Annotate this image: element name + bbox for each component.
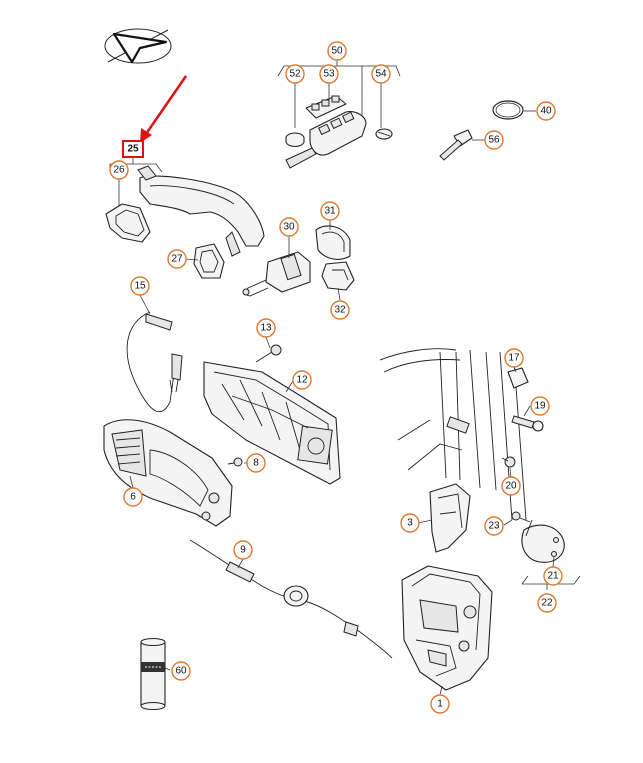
svg-text:21: 21 <box>547 571 559 582</box>
logo-icon <box>104 28 172 64</box>
svg-text:53: 53 <box>323 69 335 80</box>
callout-27: 27 <box>167 249 187 269</box>
red-arrow-icon <box>140 75 188 143</box>
screw-20 <box>501 456 516 468</box>
svg-text:22: 22 <box>541 598 553 609</box>
svg-text:40: 40 <box>540 106 552 117</box>
callout-3: 3 <box>400 513 420 533</box>
carrier-plate-12 <box>203 361 341 485</box>
svg-text:19: 19 <box>534 401 546 412</box>
callout-31: 31 <box>320 201 340 221</box>
svg-text:32: 32 <box>334 305 346 316</box>
callout-32: 32 <box>330 300 350 320</box>
callout-40: 40 <box>536 101 556 121</box>
svg-text:8: 8 <box>253 458 259 469</box>
battery-52 <box>285 132 305 148</box>
grease-tube-60 <box>140 638 166 710</box>
screw-13 <box>255 344 282 363</box>
outside-door-handle <box>137 165 265 257</box>
svg-text:12: 12 <box>296 375 308 386</box>
lock-cylinder <box>242 251 311 297</box>
callout-23: 23 <box>484 516 504 536</box>
svg-text:13: 13 <box>260 323 272 334</box>
cylinder-cap-31 <box>315 225 351 260</box>
o-ring-40 <box>492 100 524 120</box>
plate-21 <box>521 519 565 563</box>
battery-cover-54 <box>375 128 393 140</box>
callout-56: 56 <box>484 130 504 150</box>
callout-21: 21 <box>543 566 563 586</box>
callout-12: 12 <box>292 370 312 390</box>
bracket-3 <box>429 483 471 553</box>
svg-text:23: 23 <box>488 521 500 532</box>
callout-53: 53 <box>319 64 339 84</box>
svg-text:15: 15 <box>134 281 146 292</box>
screw-8 <box>227 457 243 467</box>
callout-20: 20 <box>501 476 521 496</box>
callout-6: 6 <box>123 487 143 507</box>
callout-30: 30 <box>279 217 299 237</box>
svg-text:54: 54 <box>375 69 387 80</box>
callout-22: 22 <box>537 593 557 613</box>
svg-text:1: 1 <box>437 699 443 710</box>
callout-17: 17 <box>504 348 524 368</box>
svg-text:25: 25 <box>127 144 139 155</box>
handle-cable-15 <box>126 311 183 413</box>
door-lock-1 <box>401 565 493 691</box>
svg-text:27: 27 <box>171 254 183 265</box>
callout-60: 60 <box>171 661 191 681</box>
callout-13: 13 <box>256 318 276 338</box>
handle-gasket <box>105 203 151 243</box>
inside-handle-6 <box>103 419 233 527</box>
button-pad-53 <box>305 95 347 119</box>
svg-text:26: 26 <box>113 165 125 176</box>
screw-23 <box>511 511 531 523</box>
cover-cap-27 <box>193 243 225 279</box>
callout-25-highlighted: 25 <box>122 140 144 158</box>
remote-key-fob <box>285 111 367 169</box>
striker-bolt-19 <box>511 415 544 432</box>
callout-8: 8 <box>246 453 266 473</box>
callout-9: 9 <box>233 540 253 560</box>
svg-text:50: 50 <box>331 46 343 57</box>
cylinder-cap-32 <box>321 261 355 291</box>
svg-text:31: 31 <box>324 206 336 217</box>
svg-text:20: 20 <box>505 481 517 492</box>
callout-1: 1 <box>430 694 450 714</box>
leader-lines <box>109 60 581 696</box>
svg-text:30: 30 <box>283 222 295 233</box>
bumper-17 <box>507 367 529 389</box>
callout-54: 54 <box>371 64 391 84</box>
svg-text:56: 56 <box>488 135 500 146</box>
key-blade-56 <box>439 129 473 161</box>
svg-text:3: 3 <box>407 518 413 529</box>
svg-text:52: 52 <box>289 69 301 80</box>
callout-50: 50 <box>327 41 347 61</box>
callout-26: 26 <box>109 160 129 180</box>
svg-text:6: 6 <box>130 492 136 503</box>
callout-15: 15 <box>130 276 150 296</box>
callout-52: 52 <box>285 64 305 84</box>
svg-text:9: 9 <box>240 545 246 556</box>
svg-text:17: 17 <box>508 353 520 364</box>
svg-text:60: 60 <box>175 666 187 677</box>
callout-19: 19 <box>530 396 550 416</box>
lock-cable-9 <box>189 539 393 659</box>
